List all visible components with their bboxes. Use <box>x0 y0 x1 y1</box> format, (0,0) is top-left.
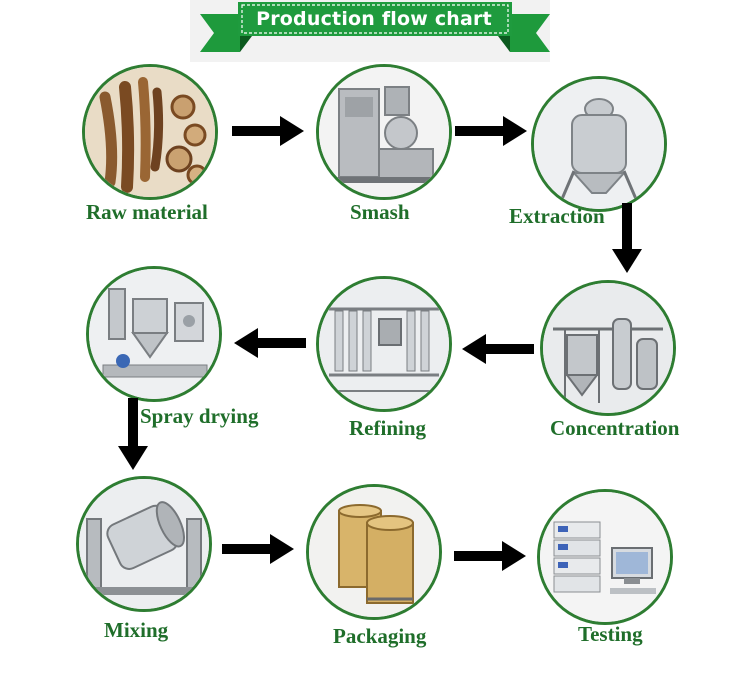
arrow-right-icon <box>455 116 527 146</box>
arrow-down-icon <box>612 203 642 273</box>
step-label-mixing: Mixing <box>104 618 169 642</box>
hplc-instrument-image <box>537 489 673 625</box>
arrow-right-icon <box>454 541 526 571</box>
step-label-refining: Refining <box>349 416 427 440</box>
fiber-drums-image <box>306 484 442 620</box>
refining-equipment-image <box>316 276 452 412</box>
concentrator-equipment-image <box>540 280 676 416</box>
mixer-machine-image <box>76 476 212 612</box>
step-label-testing: Testing <box>578 622 643 646</box>
title-ribbon <box>200 2 550 52</box>
step-label-smash: Smash <box>350 200 410 224</box>
page-title: Production flow chart <box>256 8 492 30</box>
grinder-machine-image <box>316 64 452 200</box>
arrow-left-icon <box>234 328 306 358</box>
step-label-concentration: Concentration <box>550 416 680 440</box>
step-label-raw-material: Raw material <box>86 200 208 224</box>
arrow-right-icon <box>222 534 294 564</box>
spray-dryer-image <box>86 266 222 402</box>
arrow-left-icon <box>462 334 534 364</box>
step-label-packaging: Packaging <box>333 624 427 648</box>
step-label-spray-drying: Spray drying <box>140 404 259 428</box>
extraction-tank-image <box>531 76 667 212</box>
arrow-right-icon <box>232 116 304 146</box>
step-label-extraction: Extraction <box>509 204 605 228</box>
raw-material-roots-image <box>82 64 218 200</box>
arrow-down-icon <box>118 398 148 470</box>
